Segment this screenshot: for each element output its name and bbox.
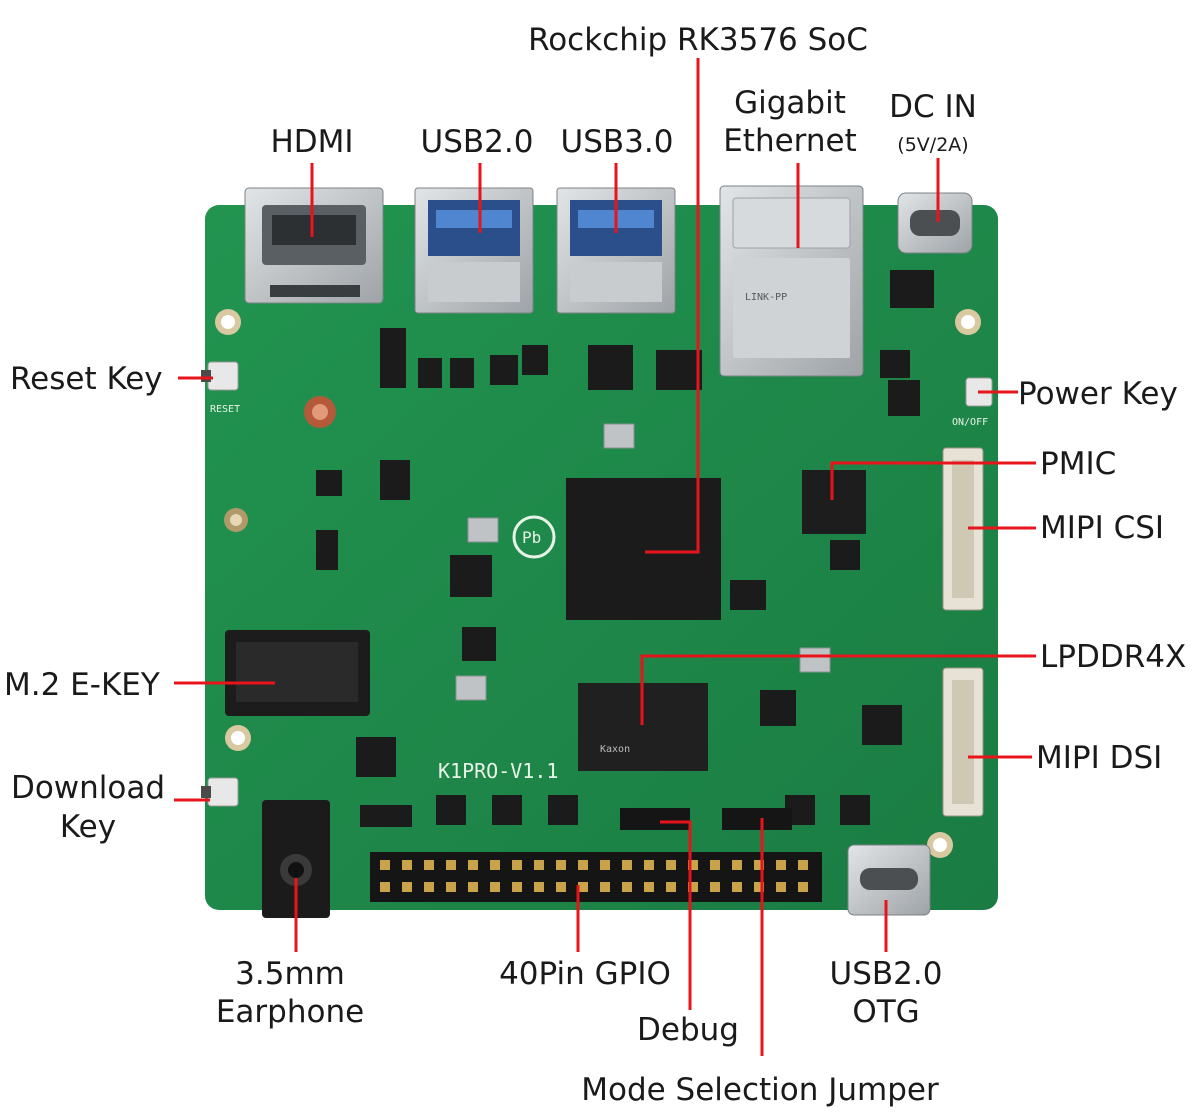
soc-chip [566, 478, 721, 620]
gpio-pin [798, 860, 808, 870]
gpio-pin [512, 882, 522, 892]
gpio-pin [600, 860, 610, 870]
gpio-pin [710, 882, 720, 892]
silver-components [455, 423, 831, 701]
reset-button [201, 361, 239, 391]
model-silk: K1PRO-V1.1 [438, 759, 558, 783]
gpio-header [370, 852, 822, 902]
gpio-pin [402, 882, 412, 892]
label-soc: Rockchip RK3576 SoC [528, 22, 868, 58]
mipi-dsi-connector [942, 667, 984, 817]
gpio-pin [490, 882, 500, 892]
svg-text:LINK-PP: LINK-PP [745, 292, 787, 303]
label-mipi-csi: MIPI CSI [1040, 510, 1164, 546]
label-lpddr4x: LPDDR4X [1040, 639, 1186, 675]
gpio-pin [666, 882, 676, 892]
gpio-pin [578, 860, 588, 870]
gpio-pin [776, 860, 786, 870]
gpio-pin [380, 860, 390, 870]
dc-in-port [897, 192, 973, 254]
mounting-holes [215, 309, 981, 858]
usb-otg-port [847, 844, 931, 916]
leader-lines [174, 58, 1036, 1056]
label-hdmi: HDMI [270, 124, 353, 160]
callout-labels: Rockchip RK3576 SoC HDMI USB2.0 USB3.0 G… [4, 22, 1186, 1108]
label-dc-spec: (5V/2A) [897, 134, 968, 156]
ethernet-port: LINK-PP [719, 185, 864, 377]
gpio-pin [578, 882, 588, 892]
usb2-port [414, 187, 534, 314]
label-mipi-dsi: MIPI DSI [1036, 740, 1162, 776]
label-ethernet-1: Gigabit [734, 85, 846, 121]
gpio-pin [732, 860, 742, 870]
gpio-pin [710, 860, 720, 870]
gpio-pin [512, 860, 522, 870]
hdmi-port [244, 187, 384, 304]
label-otg-2: OTG [852, 994, 919, 1030]
gpio-pin [556, 860, 566, 870]
label-earphone-2: Earphone [216, 994, 364, 1030]
gpio-pin [468, 860, 478, 870]
earphone-jack [262, 800, 330, 918]
svg-text:Pb: Pb [522, 528, 541, 547]
gpio-pin [402, 860, 412, 870]
label-pmic: PMIC [1040, 446, 1116, 482]
label-power-key: Power Key [1018, 376, 1178, 412]
gpio-pin [622, 860, 632, 870]
label-mode-jumper: Mode Selection Jumper [581, 1072, 939, 1108]
label-dc-in: DC IN [889, 89, 977, 125]
gpio-pin [688, 860, 698, 870]
reset-silk: RESET [210, 404, 240, 415]
pb-free-logo: Pb [512, 515, 556, 559]
gpio-pin [754, 860, 764, 870]
label-otg-1: USB2.0 [830, 956, 943, 992]
gpio-pin [754, 882, 764, 892]
label-download-1: Download [11, 770, 165, 806]
mode-jumper-header [722, 808, 792, 830]
download-button [201, 777, 239, 807]
label-debug: Debug [637, 1012, 739, 1048]
onoff-silk: ON/OFF [952, 417, 988, 428]
gpio-pin [644, 882, 654, 892]
ram-silk: Kaxon [600, 744, 630, 755]
gpio-pin [380, 882, 390, 892]
label-earphone-1: 3.5mm [235, 956, 345, 992]
label-reset-key: Reset Key [10, 361, 163, 397]
gpio-pin [776, 882, 786, 892]
gpio-pin [490, 860, 500, 870]
gpio-pin [424, 882, 434, 892]
gpio-pin [556, 882, 566, 892]
gpio-pin [468, 882, 478, 892]
gpio-pin [424, 860, 434, 870]
debug-header [620, 808, 690, 830]
small-components [316, 270, 934, 827]
gpio-pin [798, 882, 808, 892]
label-gpio: 40Pin GPIO [499, 956, 671, 992]
gpio-pin [534, 860, 544, 870]
pmic-chip [802, 470, 866, 534]
m2-slot [225, 630, 370, 716]
label-download-2: Key [60, 809, 116, 845]
gpio-pin [446, 882, 456, 892]
label-ethernet-2: Ethernet [723, 123, 857, 159]
label-usb2: USB2.0 [421, 124, 534, 160]
label-usb3: USB3.0 [561, 124, 674, 160]
mipi-csi-connector [942, 447, 984, 611]
gpio-pin [622, 882, 632, 892]
gpio-pin [666, 860, 676, 870]
gpio-pin [446, 860, 456, 870]
gpio-pin [688, 882, 698, 892]
gpio-pin [534, 882, 544, 892]
gpio-pin [600, 882, 610, 892]
gpio-pin [732, 882, 742, 892]
gpio-pin [644, 860, 654, 870]
label-m2: M.2 E-KEY [4, 667, 160, 703]
